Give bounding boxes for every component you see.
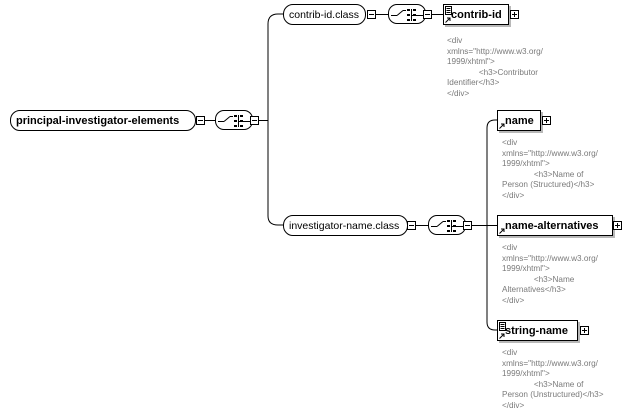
sequence-compositor-icon-investigator xyxy=(428,215,466,235)
annotation-string-name: <div xmlns="http://www.w3.org/ 1999/xhtm… xyxy=(502,348,604,410)
element-contrib-id-label: contrib-id xyxy=(451,8,502,21)
element-name-alternatives-label: name-alternatives xyxy=(505,219,599,232)
root-collapse-toggle[interactable] xyxy=(196,116,205,125)
element-name-label: name xyxy=(505,114,534,127)
reference-arrow-icon xyxy=(445,17,451,23)
documentation-icon xyxy=(499,322,506,331)
sequence-collapse-toggle[interactable] xyxy=(250,116,259,125)
annotation-contrib-id: <div xmlns="http://www.w3.org/ 1999/xhtm… xyxy=(447,36,543,98)
element-string-name[interactable]: string-name xyxy=(497,320,578,341)
group-contrib-id-class-label: contrib-id.class xyxy=(289,8,360,21)
investigator-name-class-collapse-toggle[interactable] xyxy=(407,221,416,230)
contrib-id-class-collapse-toggle[interactable] xyxy=(367,10,376,19)
sequence-compositor-icon xyxy=(215,110,253,130)
element-name[interactable]: name xyxy=(497,110,541,131)
group-contrib-id-class[interactable]: contrib-id.class xyxy=(283,4,366,25)
name-alternatives-expand-toggle[interactable] xyxy=(613,221,622,230)
reference-arrow-icon xyxy=(499,228,505,234)
reference-arrow-icon xyxy=(499,333,505,339)
element-string-name-label: string-name xyxy=(505,324,568,337)
group-investigator-name-class-label: investigator-name.class xyxy=(289,219,400,232)
sequence-compositor-icon-contrib xyxy=(388,4,426,24)
element-name-alternatives[interactable]: name-alternatives xyxy=(497,215,613,236)
element-contrib-id[interactable]: contrib-id xyxy=(443,4,509,25)
contrib-id-expand-toggle[interactable] xyxy=(510,10,519,19)
annotation-name-alternatives: <div xmlns="http://www.w3.org/ 1999/xhtm… xyxy=(502,243,598,305)
root-group-principal-investigator-elements[interactable]: principal-investigator-elements xyxy=(10,110,196,131)
reference-arrow-icon xyxy=(499,123,505,129)
contrib-sequence-collapse-toggle[interactable] xyxy=(423,10,432,19)
name-expand-toggle[interactable] xyxy=(542,116,551,125)
documentation-icon xyxy=(445,6,452,15)
group-investigator-name-class[interactable]: investigator-name.class xyxy=(283,215,408,236)
string-name-expand-toggle[interactable] xyxy=(580,326,589,335)
root-group-label: principal-investigator-elements xyxy=(16,114,180,127)
annotation-name: <div xmlns="http://www.w3.org/ 1999/xhtm… xyxy=(502,138,598,200)
investigator-sequence-collapse-toggle[interactable] xyxy=(463,221,472,230)
